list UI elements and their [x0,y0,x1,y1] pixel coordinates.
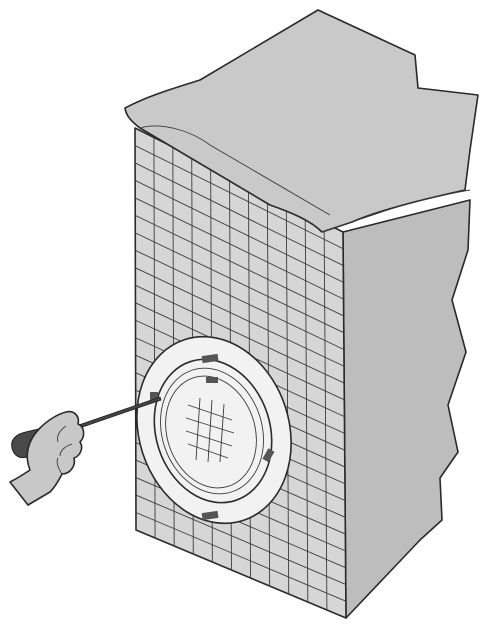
tile-grout-vertical [323,222,328,611]
tile-grout-horizontal [135,162,344,266]
hand-shape [9,410,85,506]
fixture-bezel [160,367,264,495]
tile-grout-vertical [304,213,309,603]
underwater-light-icon[interactable] [113,316,314,543]
lamp-filament [185,397,235,463]
tile-grout-horizontal [135,249,345,350]
structure-side-face [342,199,471,619]
tile-grout-horizontal [135,197,344,300]
tile-grout-horizontal [135,267,345,367]
hand-finger-lines [56,425,73,475]
tile-grout-horizontal [135,145,344,250]
slab-front-lip [139,125,331,216]
fixture-lens [165,375,257,489]
slab-corner-edge [321,189,471,233]
tile-grout-vertical [285,203,290,595]
tile-grout-horizontal [135,214,344,317]
tile-grout-horizontal [135,232,344,334]
fixture-clips [150,353,275,521]
hand-icon [9,410,85,506]
tile-grout-horizontal [135,494,346,585]
tile-grout-horizontal [135,180,344,283]
fixture-inner-ring [153,358,273,504]
tile-grout-horizontal [135,512,346,602]
tile-grout-horizontal [135,284,345,384]
